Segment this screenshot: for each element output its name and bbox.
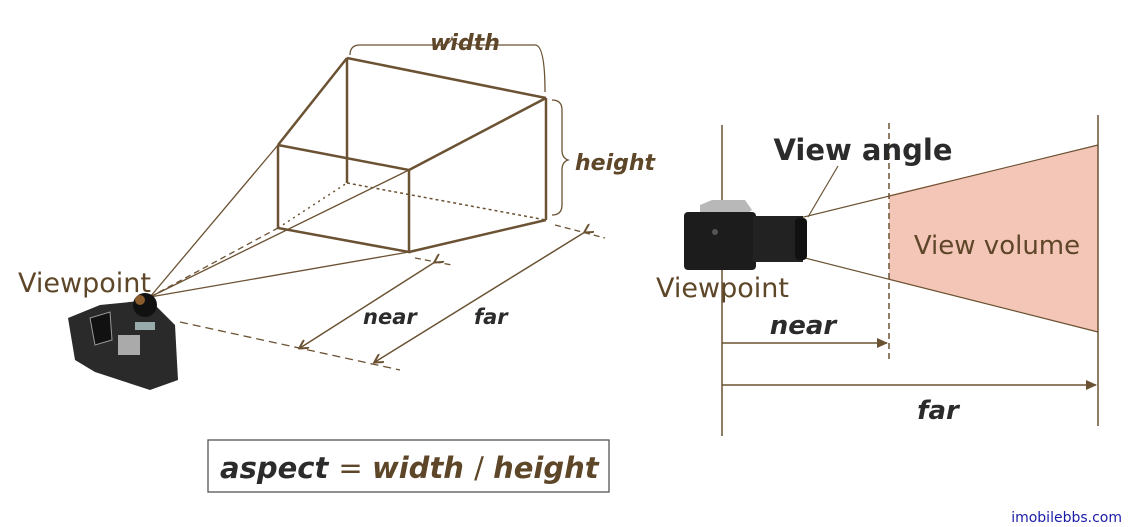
aspect-formula: aspect = width / height [220,451,600,485]
viewpoint-label-left: Viewpoint [18,268,151,299]
aspect-formula-box [207,439,610,493]
width-label: width [430,31,500,56]
formula-eq: = [338,451,372,485]
far-bottom-hidden [346,182,547,221]
view-volume [889,145,1098,332]
sight-lines [149,144,410,298]
height-brace [551,99,571,216]
view-angle-leader [807,165,839,218]
near-label-right: near [770,311,839,341]
camera-icon [684,200,807,270]
view-volume-label: View volume [914,231,1080,261]
formula-lhs: aspect [220,451,329,485]
formula-height: height [493,451,600,485]
far-label-right: far [917,396,961,426]
near-plane [276,57,547,254]
viewpoint-label-right: Viewpoint [656,273,789,304]
formula-width: width [372,451,464,485]
camera-icon [68,293,178,390]
far-arrow [375,232,585,362]
height-label: height [575,151,657,176]
far-label-left: far [474,305,509,329]
formula-slash: / [474,451,493,485]
near-label-left: near [363,305,418,329]
view-angle-label: View angle [773,133,952,167]
frustum-3d [149,35,606,371]
width-brace [349,35,546,93]
watermark: imobilebbs.com [1011,510,1122,526]
far-plane [345,56,548,220]
